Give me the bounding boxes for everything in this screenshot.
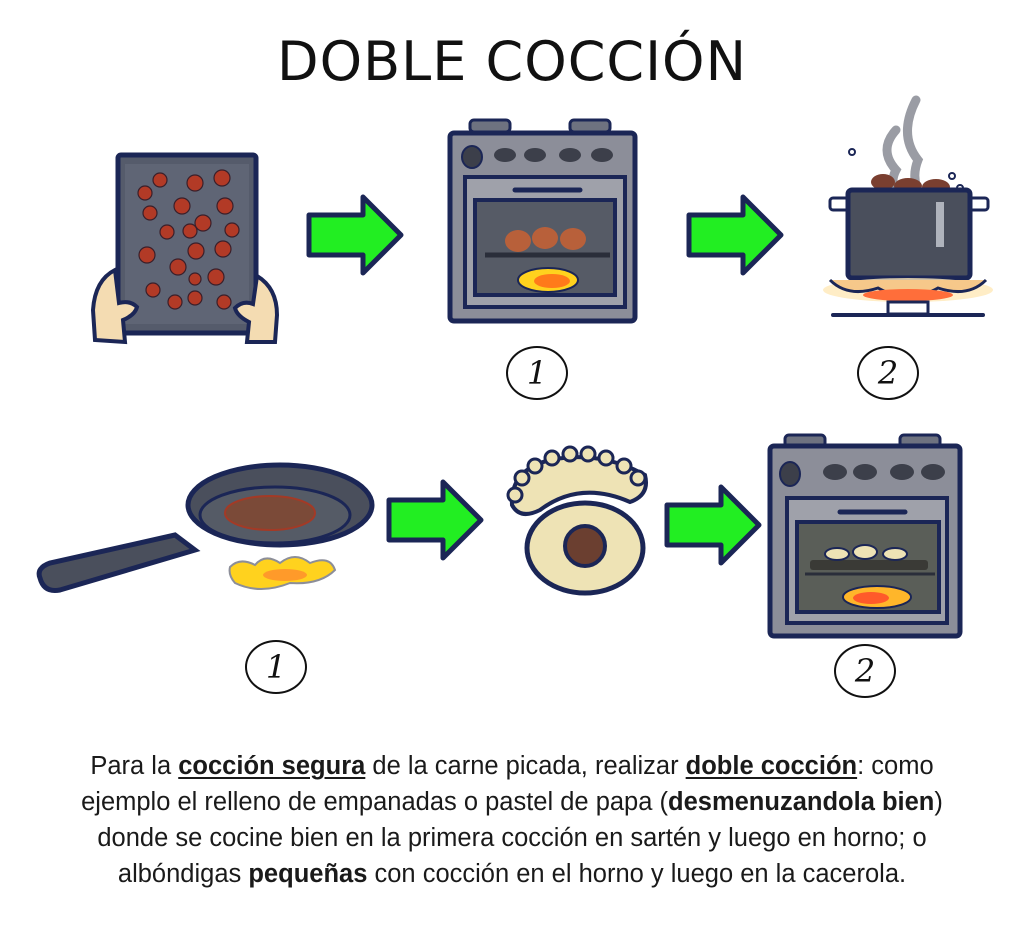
step-number-badge: 2 [857,346,919,400]
arrow-right-icon [664,484,762,566]
page-title: DOBLE COCCIÓN [277,30,747,93]
arrow-right-icon [686,194,784,276]
step-number-badge: 1 [245,640,307,694]
caption-line-1: Para la cocción segura de la carne picad… [90,752,934,780]
step-number-badge: 1 [506,346,568,400]
caption-line-2: ejemplo el relleno de empanadas o pastel… [81,788,943,816]
pot-on-stove-illustration [823,95,993,317]
arrow-right-icon [386,479,484,561]
emphasis-shred-well: desmenuzandola bien [668,788,935,816]
emphasis-small: pequeñas [248,860,368,888]
oven-illustration [447,118,638,324]
caption-line-3: donde se cocine bien en la primera cocci… [97,824,927,852]
frying-pan-illustration [36,462,375,593]
caption-line-4: albóndigas pequeñas con cocción en el ho… [117,860,907,888]
oven-illustration [767,433,963,639]
emphasis-double-cooking: doble cocción [685,752,858,780]
tray-meatballs-illustration [90,152,280,345]
arrow-right-icon [306,194,404,276]
emphasis-safe-cooking: cocción segura [178,752,366,780]
empanada-illustration [506,445,648,596]
caption-text: Para la cocción segura de la carne picad… [20,748,1004,892]
step-number-badge: 2 [834,644,896,698]
